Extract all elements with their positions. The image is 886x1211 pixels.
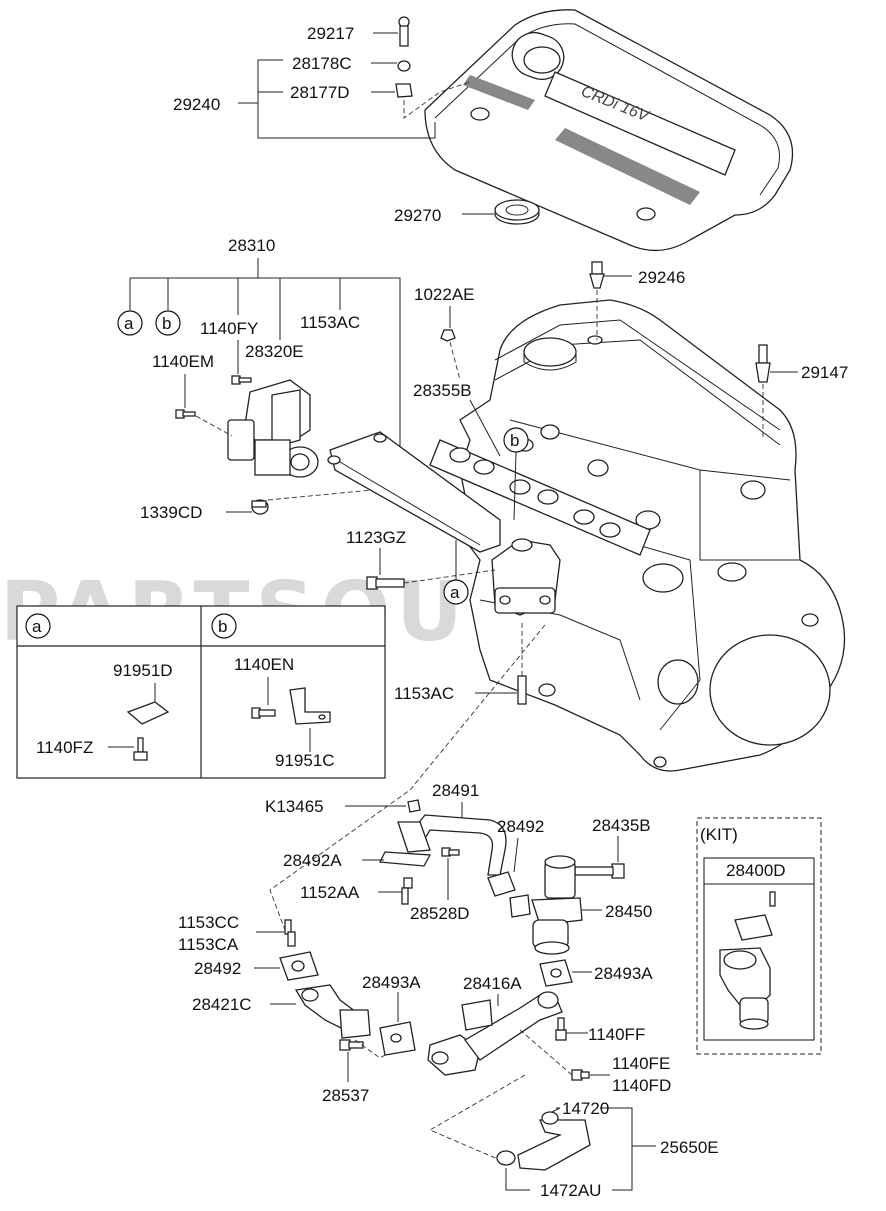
engine-block[interactable]	[459, 299, 846, 772]
detail-box	[16, 605, 386, 779]
label-1140FE: 1140FE	[612, 1054, 670, 1073]
label-1140FD: 1140FD	[612, 1076, 671, 1095]
egr-pipe-28416A[interactable]	[427, 991, 563, 1076]
label-25650E: 25650E	[660, 1138, 719, 1157]
kit-part-number: 28400D	[726, 861, 786, 880]
callout-a-top	[117, 310, 143, 336]
bolt-1152AA-icon[interactable]	[401, 877, 413, 905]
gasket-28355B[interactable]	[429, 439, 651, 556]
label-1140FY: 1140FY	[200, 319, 258, 338]
label-1140EM: 1140EM	[152, 352, 214, 371]
label-1140EN: 1140EN	[234, 655, 294, 674]
bolt-1123GZ-icon[interactable]	[366, 576, 405, 590]
bolt-28528D-icon[interactable]	[441, 847, 460, 857]
grommet-28178C-icon[interactable]	[397, 60, 411, 72]
bolt-1140EM-icon[interactable]	[175, 409, 196, 419]
label-14720: 14720	[562, 1099, 609, 1118]
callout-b-engine-text: b	[510, 431, 519, 450]
bolt-1140FY-icon[interactable]	[231, 375, 252, 385]
label-28493A-right: 28493A	[594, 964, 653, 983]
label-28492A: 28492A	[283, 851, 342, 870]
label-28310: 28310	[228, 236, 275, 255]
bolt-29217-icon[interactable]	[398, 16, 410, 47]
label-28537: 28537	[322, 1086, 369, 1105]
gasket-28492-top-icon[interactable]	[487, 871, 516, 897]
kit-title: (KIT)	[700, 825, 738, 844]
label-1153AC-top: 1153AC	[300, 313, 360, 332]
nut-K13465-icon[interactable]	[407, 799, 421, 813]
label-28528D: 28528D	[410, 904, 470, 923]
stud-1153AC-icon[interactable]	[517, 675, 527, 705]
egr-pipe-28491[interactable]	[397, 814, 507, 876]
label-1153CA: 1153CA	[178, 935, 239, 954]
clamp-14720-icon[interactable]	[541, 1111, 559, 1125]
kit-egr-valve-icon[interactable]	[719, 891, 776, 1030]
egr-valve-assembly[interactable]	[491, 538, 561, 616]
bolt-1140FE-icon[interactable]	[571, 1069, 590, 1081]
label-1339CD: 1339CD	[140, 503, 202, 522]
label-1153CC: 1153CC	[178, 913, 239, 932]
egr-cooler-pipe[interactable]	[327, 431, 501, 553]
label-28178C: 28178C	[292, 54, 352, 73]
label-29246: 29246	[638, 268, 685, 287]
bracket-91951D-icon[interactable]	[126, 701, 170, 725]
label-1153AC-mid: 1153AC	[394, 684, 454, 703]
callout-a-top-text: a	[124, 314, 134, 333]
bolt-1140EN-icon[interactable]	[251, 707, 276, 719]
bolt-28435B-icon[interactable]	[574, 863, 625, 879]
callout-b-box-text: b	[218, 617, 227, 636]
label-28492-top: 28492	[497, 817, 544, 836]
insulator-28177D-icon[interactable]	[395, 83, 413, 98]
callout-b-box	[211, 613, 237, 639]
bolt-28537-icon[interactable]	[339, 1039, 364, 1051]
label-29147: 29147	[801, 363, 848, 382]
egr-actuator-28320E[interactable]	[227, 379, 319, 478]
label-1123GZ: 1123GZ	[346, 528, 406, 547]
label-28355B: 28355B	[413, 381, 472, 400]
label-29217: 29217	[307, 24, 354, 43]
label-28492-left: 28492	[194, 959, 241, 978]
egr-pipe-28421C[interactable]	[294, 984, 371, 1039]
label-1472AU: 1472AU	[540, 1181, 601, 1200]
callout-b-top	[155, 310, 181, 336]
label-28416A: 28416A	[463, 974, 522, 993]
label-1140FF: 1140FF	[588, 1025, 645, 1044]
label-28491: 28491	[432, 781, 479, 800]
sensor-29246-icon[interactable]	[589, 261, 605, 289]
label-91951C: 91951C	[275, 751, 335, 770]
label-28435B: 28435B	[592, 816, 651, 835]
label-K13465: K13465	[265, 797, 324, 816]
label-1022AE: 1022AE	[414, 285, 475, 304]
label-28177D: 28177D	[290, 83, 350, 102]
callout-b-top-text: b	[162, 314, 171, 333]
label-29240: 29240	[173, 95, 220, 114]
nut-1339CD-icon[interactable]	[251, 499, 269, 515]
gasket-28492A-icon[interactable]	[378, 851, 432, 867]
seal-29270-icon[interactable]	[494, 199, 540, 225]
label-28421C: 28421C	[192, 995, 252, 1014]
sensor-29147-icon[interactable]	[755, 344, 771, 383]
label-28493A-left: 28493A	[362, 973, 421, 992]
callout-a-box-text: a	[32, 617, 42, 636]
label-28320E: 28320E	[245, 342, 304, 361]
label-1140FZ: 1140FZ	[36, 738, 93, 757]
label-1152AA: 1152AA	[300, 883, 360, 902]
label-28450: 28450	[605, 902, 652, 921]
bolt-1140FF-icon[interactable]	[555, 1017, 567, 1041]
bolt-1140FZ-icon[interactable]	[133, 737, 148, 761]
hose-25650E[interactable]	[517, 1119, 591, 1171]
engine-cover[interactable]: CRDi 16V	[424, 9, 794, 252]
callout-a-engine-text: a	[450, 583, 460, 602]
egr-valve-28450[interactable]	[531, 855, 583, 955]
clamp-1472AU-icon[interactable]	[496, 1150, 516, 1166]
stud-1153CC-icon[interactable]	[284, 919, 296, 947]
label-29270: 29270	[394, 206, 441, 225]
label-91951D: 91951D	[113, 661, 173, 680]
callout-a-box	[25, 613, 51, 639]
nut-1022AE-icon[interactable]	[440, 329, 456, 342]
